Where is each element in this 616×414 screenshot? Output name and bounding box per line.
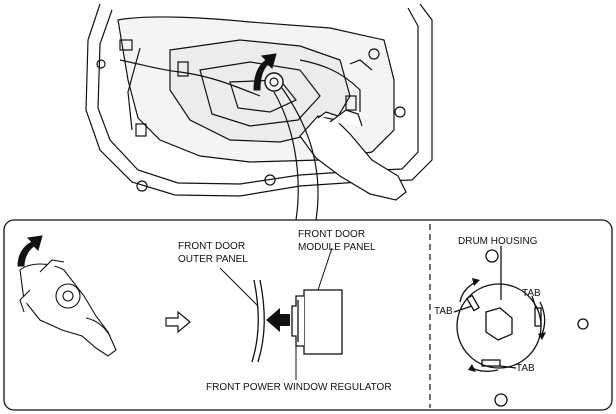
zoom-leader-lines [273,87,319,221]
label-tab-bottom: TAB [516,363,535,374]
tab-bottom-notch [481,359,501,367]
label-window-regulator: FRONT POWER WINDOW REGULATOR [206,382,392,393]
label-module-panel-2: MODULE PANEL [298,242,376,253]
module-panel-block [303,289,343,355]
mount-hole-right [577,318,589,330]
label-tab-right: TAB [522,288,541,299]
mount-hole-top [485,249,499,263]
drum-rotation-arrowheads [468,278,546,372]
drum-center-hex [485,307,513,341]
label-outer-panel-1: FRONT DOOR [178,241,245,252]
tab-right-notch [534,307,542,327]
next-step-arrow-icon [165,310,191,334]
hand-holding-regulator-illustration [19,259,117,357]
label-tab-left: TAB [434,306,453,317]
outer-panel-curve [257,279,265,363]
push-arrow-icon [266,308,290,332]
rotate-arrow-icon [253,53,277,91]
drum-housing-illustration [453,246,589,407]
mount-hole-bottom [494,393,508,407]
tab-left-notch [466,294,480,312]
label-outer-panel-2: OUTER PANEL [178,254,248,265]
label-module-panel-1: FRONT DOOR [298,229,365,240]
bolt-focus-marker [264,72,284,92]
cross-section-leaders [219,247,333,380]
rotate-arrow-left-icon [17,235,43,267]
panel-cross-section [251,279,343,363]
hand-with-tool-illustration [299,109,407,201]
label-drum-housing: DRUM HOUSING [458,236,538,247]
